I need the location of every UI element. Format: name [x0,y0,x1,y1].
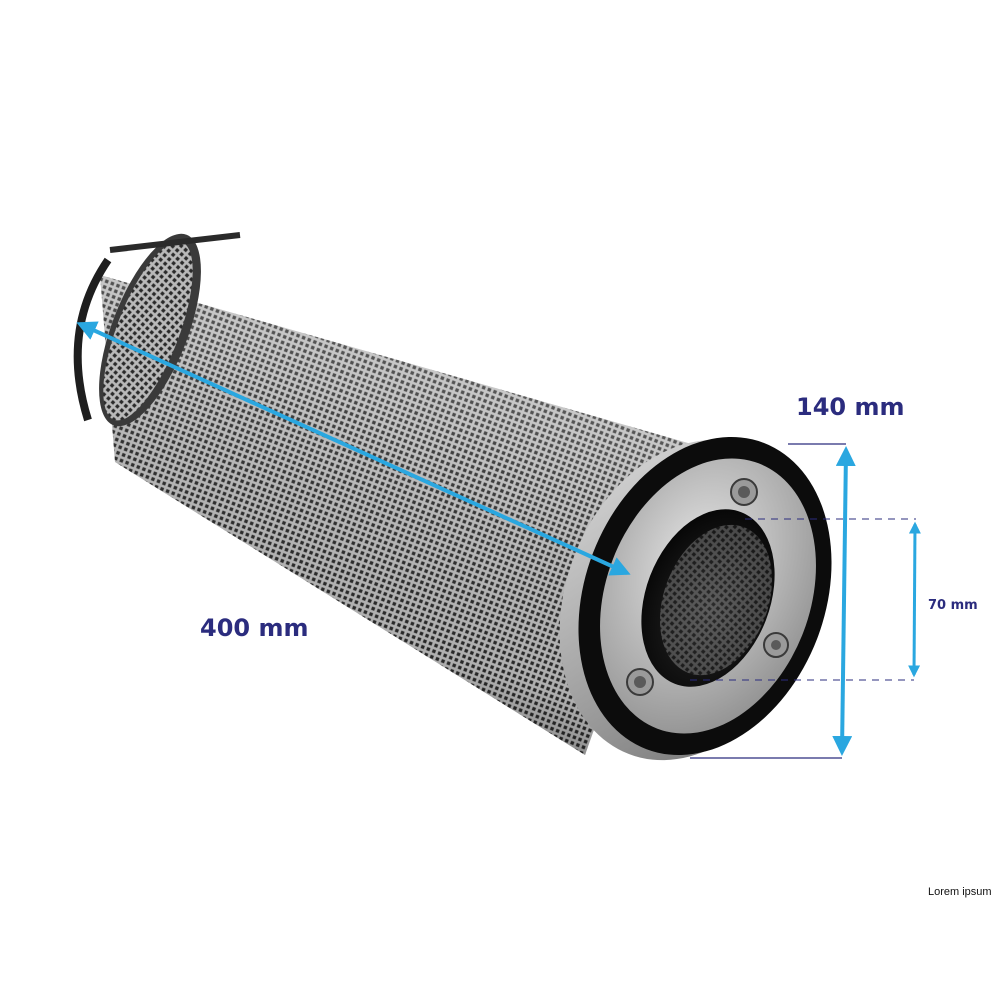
length-label: 400 mm [200,614,309,642]
caption-text: Lorem ipsum [928,886,992,898]
inner-diameter-arrow [908,521,921,678]
outer-diameter-label: 140 mm [796,393,905,421]
outer-diameter-guides [690,443,846,759]
outer-diameter-arrow [832,446,856,756]
inner-diameter-label: 70 mm [928,598,978,613]
mounting-bolts [626,478,789,696]
inner-diameter-guides [690,518,916,681]
length-arrow [76,321,631,576]
